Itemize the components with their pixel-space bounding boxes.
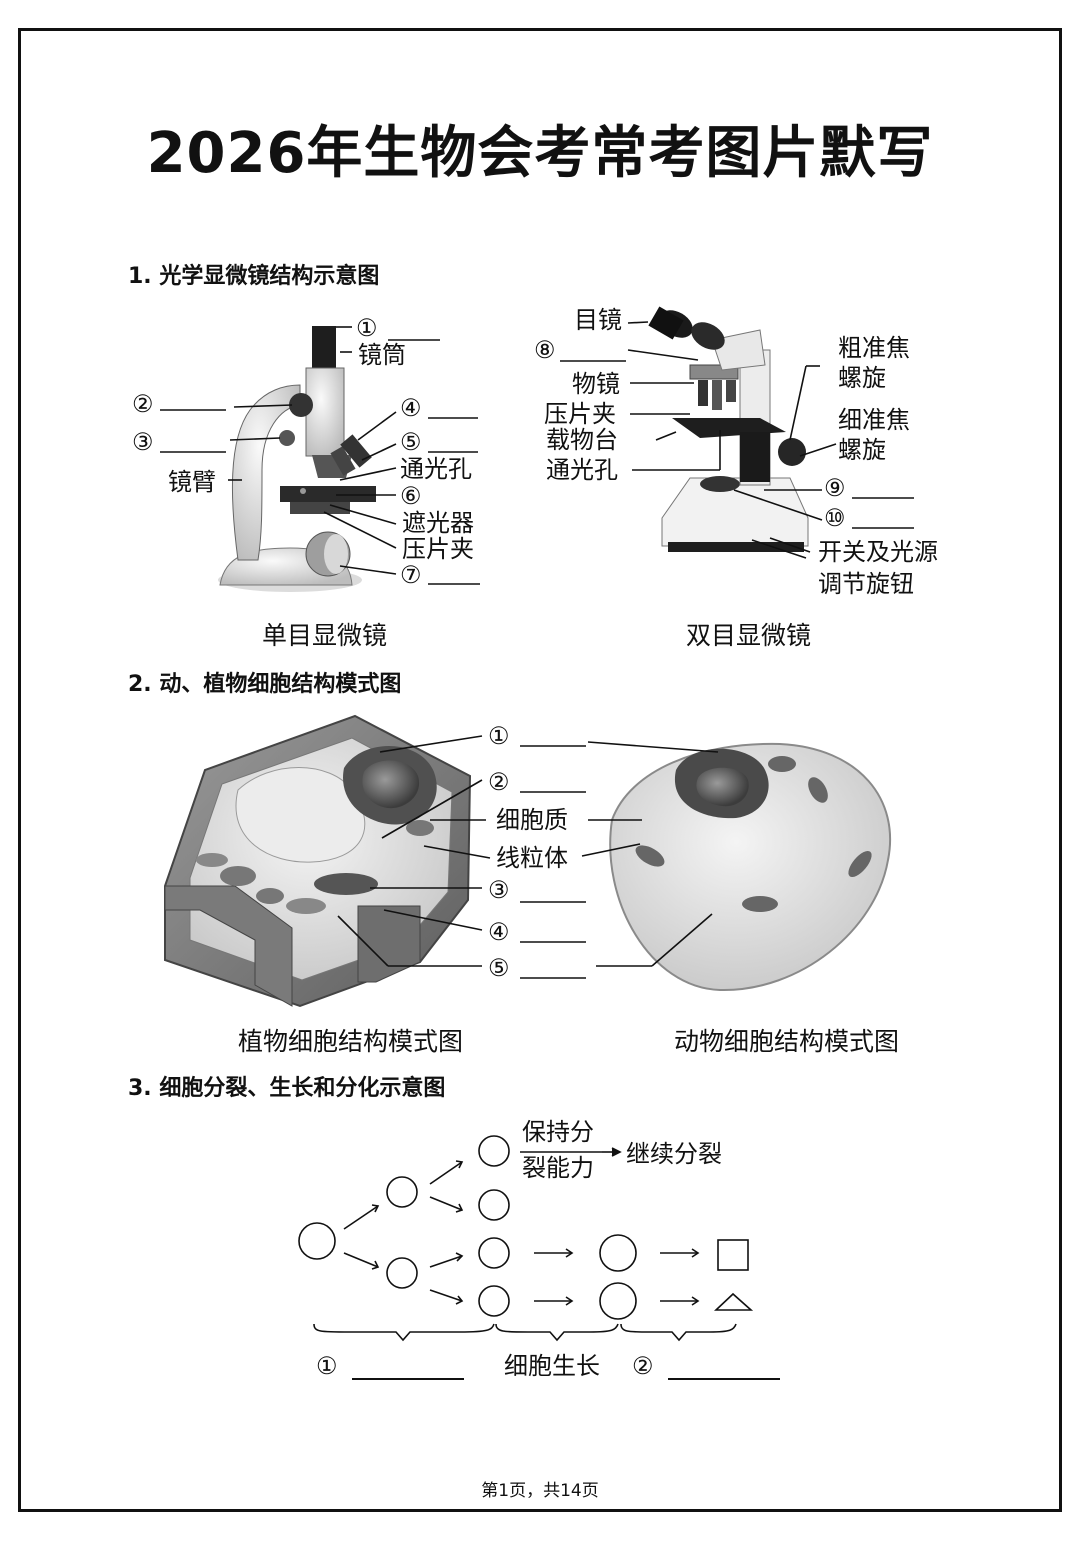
cell-label-n5: ⑤ (488, 956, 510, 980)
bino-label-coarse-1: 粗准焦 (838, 336, 910, 360)
division-cell (600, 1235, 636, 1271)
mono-microscope-drawing (218, 326, 376, 592)
division-label-n1: ① (316, 1354, 338, 1378)
animal-cell-drawing (610, 744, 890, 990)
bino-label-aperture: 通光孔 (546, 458, 618, 482)
bino-label-switch-1: 开关及光源 (818, 540, 938, 564)
bino-microscope-drawing (648, 305, 808, 552)
bino-label-stage: 载物台 (546, 428, 618, 452)
differentiated-cell-square (718, 1240, 748, 1270)
mono-label-tube: 镜筒 (358, 343, 406, 367)
cell-label-n4: ④ (488, 920, 510, 944)
differentiated-cell-triangle (716, 1294, 751, 1310)
division-blank-2 (668, 1378, 780, 1380)
mono-label-n4: ④ (400, 396, 422, 420)
cell-label-mitochondria: 线粒体 (496, 846, 568, 870)
division-label-n2: ② (632, 1354, 654, 1378)
mono-label-n1: ① (356, 316, 378, 340)
division-cell (479, 1286, 509, 1316)
mono-label-n6: ⑥ (400, 484, 422, 508)
cell-label-n1: ① (488, 724, 510, 748)
bino-label-fine-1: 细准焦 (838, 408, 910, 432)
mono-microscope-caption: 单目显微镜 (262, 616, 387, 652)
mono-label-n7: ⑦ (400, 563, 422, 587)
division-cell (299, 1223, 335, 1259)
mono-label-diaphragm: 遮光器 (402, 511, 474, 535)
division-cell (479, 1190, 509, 1220)
mono-label-clip: 压片夹 (402, 537, 474, 561)
division-cell (600, 1283, 636, 1319)
division-keep-2: 裂能力 (522, 1156, 594, 1180)
division-cell (387, 1177, 417, 1207)
bino-label-objective: 物镜 (572, 372, 620, 396)
bino-label-clip: 压片夹 (544, 402, 616, 426)
mono-label-n2: ② (132, 392, 154, 416)
bino-label-n8: ⑧ (534, 338, 556, 362)
page-footer: 第1页，共14页 (0, 1476, 1080, 1501)
bino-label-eyepiece: 目镜 (574, 308, 622, 332)
bino-label-coarse-2: 螺旋 (838, 366, 886, 390)
division-blank-1 (352, 1378, 464, 1380)
bino-label-n9: ⑨ (824, 476, 846, 500)
bino-label-switch-2: 调节旋钮 (818, 572, 914, 596)
plant-cell-drawing (165, 716, 470, 1006)
division-label-growth: 细胞生长 (504, 1354, 600, 1378)
mono-label-n5: ⑤ (400, 430, 422, 454)
plant-cell-caption: 植物细胞结构模式图 (238, 1022, 463, 1058)
mono-label-arm: 镜臂 (168, 470, 216, 494)
bino-label-fine-2: 螺旋 (838, 438, 886, 462)
mono-label-aperture: 通光孔 (400, 457, 472, 481)
mono-label-n3: ③ (132, 430, 154, 454)
cell-label-n3: ③ (488, 878, 510, 902)
division-cell (479, 1238, 509, 1268)
cell-label-cytoplasm: 细胞质 (496, 808, 568, 832)
bino-label-n10: ⑩ (824, 506, 846, 530)
division-cell (479, 1136, 509, 1166)
bino-microscope-caption: 双目显微镜 (686, 616, 811, 652)
animal-cell-caption: 动物细胞结构模式图 (674, 1022, 899, 1058)
cell-label-n2: ② (488, 770, 510, 794)
division-continue: 继续分裂 (626, 1142, 722, 1166)
division-cell (387, 1258, 417, 1288)
division-keep-1: 保持分 (522, 1120, 594, 1144)
